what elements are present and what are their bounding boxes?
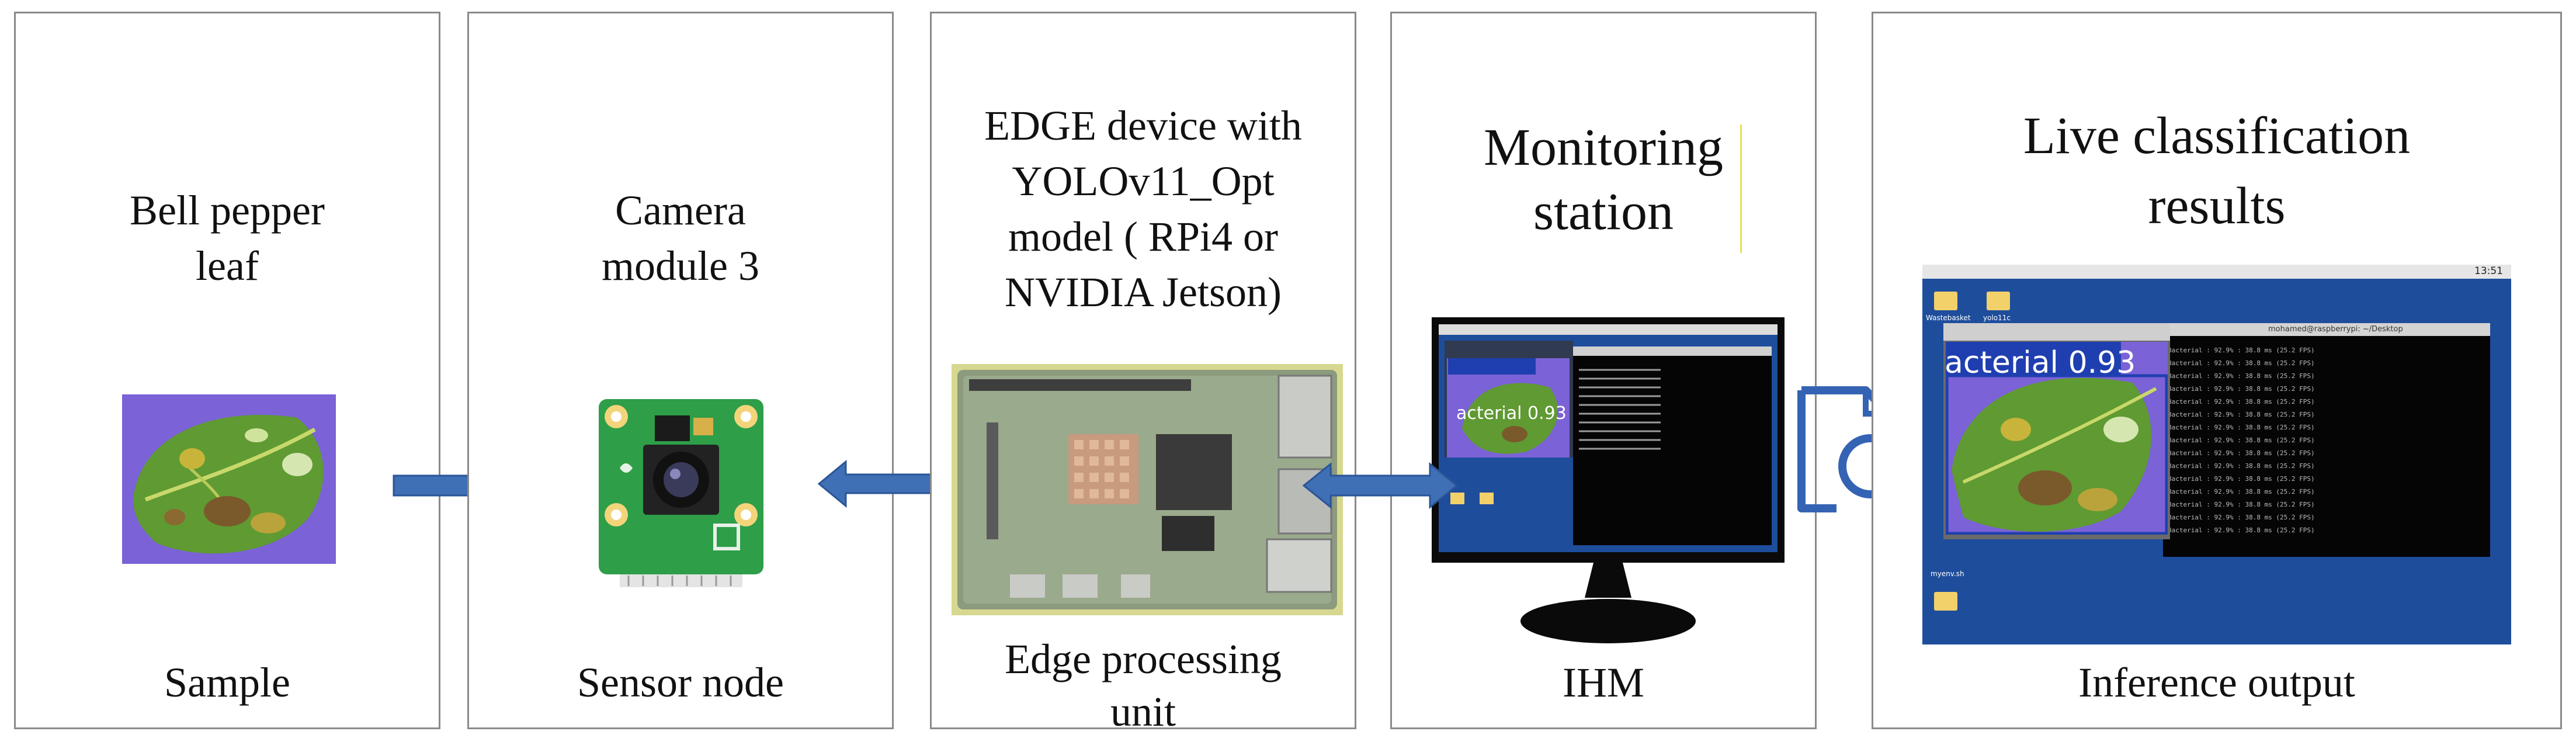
monitor-image (1427, 317, 1789, 644)
detection-frame (1946, 342, 2168, 535)
terminal-line: Bacterial : 92.9% : 38.8 ms (25.2 FPS) (2168, 398, 2315, 406)
panel-label: Sensor node (577, 659, 784, 706)
double-arrow (1301, 462, 1459, 510)
taskbar (1922, 265, 2511, 279)
panel-label: Inference output (2078, 659, 2355, 706)
panel-sample: Bell pepper leaf Sample (14, 12, 440, 729)
panel-label: Edge processing unit (1005, 636, 1282, 735)
panel-title: Live classification results (2023, 107, 2411, 235)
terminal-titlebar (2163, 323, 2490, 336)
detection-window (1943, 323, 2170, 539)
terminal-line: Bacterial : 92.9% : 38.8 ms (25.2 FPS) (2168, 346, 2315, 354)
panel-title: Monitoring station (1483, 119, 1723, 241)
folder-icon (1934, 592, 1957, 611)
detection-toolbar (1943, 323, 2170, 341)
terminal-line: Bacterial : 92.9% : 38.8 ms (25.2 FPS) (2168, 475, 2315, 483)
terminal-line: Bacterial : 92.9% : 38.8 ms (25.2 FPS) (2168, 514, 2315, 521)
edge-board-image (952, 364, 1343, 615)
terminal-window: mohamed@raspberrypi: ~/Desktop Bacterial… (2163, 323, 2490, 557)
camera-module-image (596, 398, 766, 588)
text-cursor-line (1740, 124, 1742, 253)
detection-label-large: acterial 0.93 (1945, 345, 2136, 380)
panel-edge-device: EDGE device with YOLOv11_Opt model ( RPi… (930, 12, 1356, 735)
panel-label: IHM (1563, 659, 1644, 706)
terminal-line: Bacterial : 92.9% : 38.8 ms (25.2 FPS) (2168, 436, 2315, 444)
panel-title: Bell pepper leaf (130, 187, 325, 290)
desktop-screenshot: 13:51 Wastebasket yolo11c mohamed@raspbe… (1922, 265, 2511, 644)
terminal-line: Bacterial : 92.9% : 38.8 ms (25.2 FPS) (2168, 462, 2315, 470)
desktop-icon-label: myenv.sh (1931, 570, 1964, 578)
desktop-icon-label: Wastebasket (1926, 314, 1971, 322)
terminal-line: Bacterial : 92.9% : 38.8 ms (25.2 FPS) (2168, 385, 2315, 393)
folder-icon (1987, 292, 2010, 310)
terminal-line: Bacterial : 92.9% : 38.8 ms (25.2 FPS) (2168, 488, 2315, 495)
folder-icon (1934, 292, 1957, 310)
terminal-line: Bacterial : 92.9% : 38.8 ms (25.2 FPS) (2168, 449, 2315, 457)
panel-sensor-node: Camera module 3 Sensor node (467, 12, 894, 729)
panel-title: EDGE device with YOLOv11_Opt model ( RPi… (984, 102, 1302, 316)
monitor-detection-label: acterial 0.93 (1456, 403, 1567, 424)
terminal-line: Bacterial : 92.9% : 38.8 ms (25.2 FPS) (2168, 372, 2315, 380)
bell-pepper-leaf-image (122, 394, 336, 564)
terminal-line: Bacterial : 92.9% : 38.8 ms (25.2 FPS) (2168, 526, 2315, 534)
terminal-line: Bacterial : 92.9% : 38.8 ms (25.2 FPS) (2168, 411, 2315, 418)
panel-title: Camera module 3 (602, 187, 759, 290)
clock-label: 13:51 (2474, 265, 2503, 277)
panel-label: Sample (164, 659, 290, 706)
terminal-line: Bacterial : 92.9% : 38.8 ms (25.2 FPS) (2168, 424, 2315, 431)
desktop-icon-label: yolo11c (1983, 314, 2011, 322)
terminal-line: Bacterial : 92.9% : 38.8 ms (25.2 FPS) (2168, 501, 2315, 508)
panel-inference-output: Live classification results 13:51 Wasteb… (1872, 12, 2562, 729)
terminal-title: mohamed@raspberrypi: ~/Desktop (2268, 325, 2403, 334)
panel-monitoring-station: Monitoring station act (1390, 12, 1817, 729)
terminal-line: Bacterial : 92.9% : 38.8 ms (25.2 FPS) (2168, 359, 2315, 367)
